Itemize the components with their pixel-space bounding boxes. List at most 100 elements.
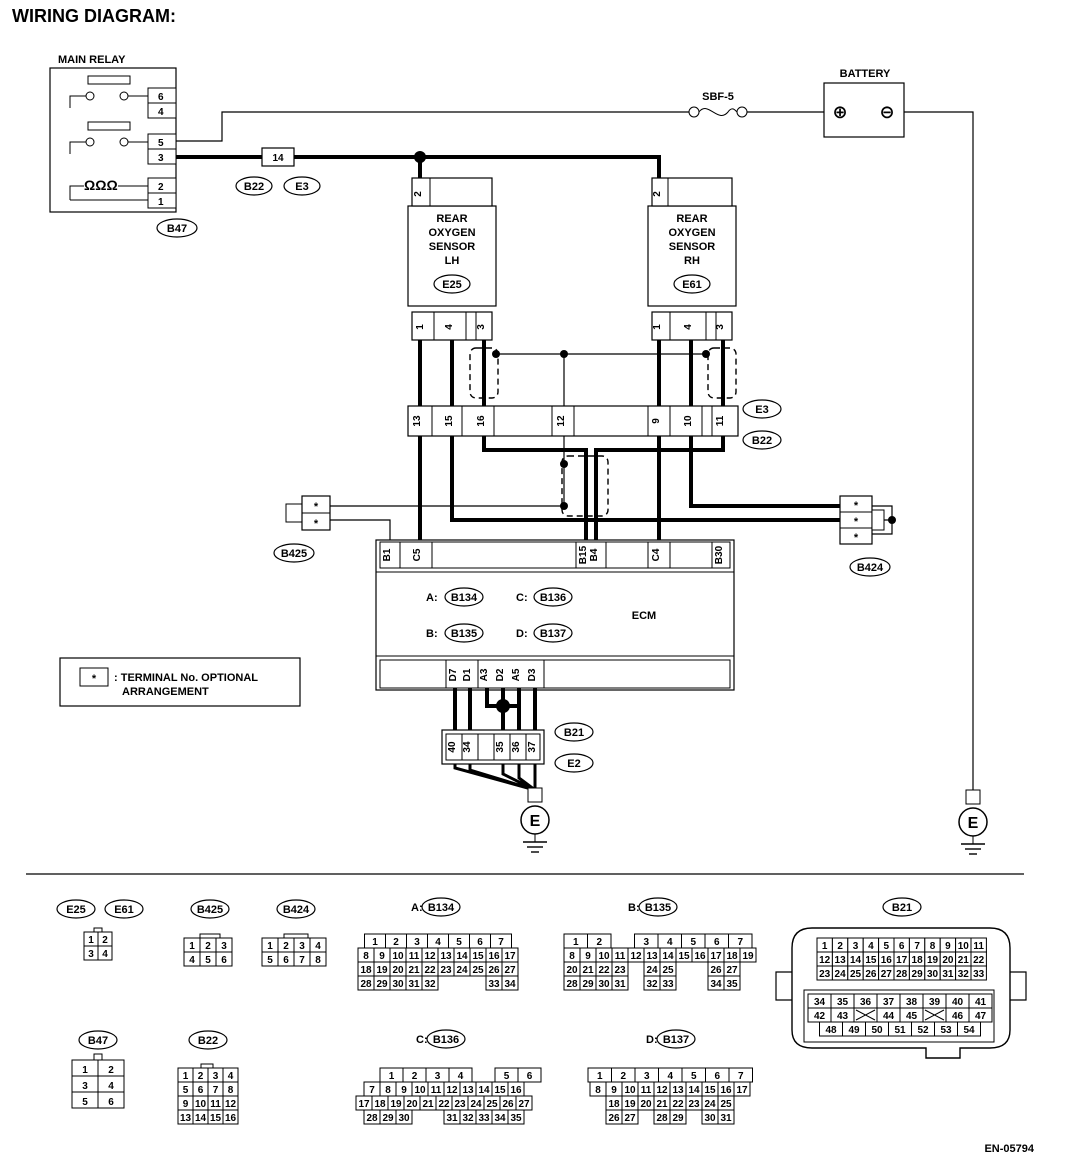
view-b137-pin: 26 xyxy=(608,1113,620,1124)
view-b22-pin: 14 xyxy=(195,1113,207,1124)
view-b136-pin: 34 xyxy=(494,1113,506,1124)
view-b21-upper-pin: 30 xyxy=(927,969,939,980)
view-b424-pin: 5 xyxy=(267,955,273,966)
view-b22-oval xyxy=(188,1030,228,1050)
view-b137-cell xyxy=(717,1109,735,1125)
view-b47-pin: 3 xyxy=(82,1081,88,1092)
battery-plus-icon: ⊕ xyxy=(832,102,847,122)
view-e61-oval xyxy=(104,899,144,919)
view-b134-pin: 10 xyxy=(392,951,404,962)
view-b135-pin: 31 xyxy=(614,979,626,990)
view-e25-label: E25 xyxy=(66,904,86,916)
legend: * : TERMINAL No. OPTIONAL ARRANGEMENT xyxy=(59,657,301,707)
view-b134-r1-pin: 3 xyxy=(414,937,420,948)
ecm-pin-d1: D1 xyxy=(462,668,473,681)
ecm-pin-c5: C5 xyxy=(412,548,423,561)
view-b136-pin: 13 xyxy=(462,1085,474,1096)
ecm-conn-b136: B136 xyxy=(540,592,566,604)
b425-tag: B425 xyxy=(281,548,307,560)
view-b136-pin: 12 xyxy=(446,1085,458,1096)
view-b136-pin: 26 xyxy=(502,1099,514,1110)
view-b136-pin: 35 xyxy=(510,1113,522,1124)
relay-pin-5: 5 xyxy=(158,138,164,149)
view-b21-lower-pin: 38 xyxy=(906,997,918,1008)
lh-name-4: LH xyxy=(445,255,460,267)
view-b21-label: B21 xyxy=(892,902,912,914)
view-b21-upper-pin: 4 xyxy=(868,941,874,952)
view-b134-pin: 20 xyxy=(392,965,404,976)
view-b136-pin: 10 xyxy=(414,1085,426,1096)
view-b136-r1-pin: 4 xyxy=(458,1071,464,1082)
harness-pin-12: 12 xyxy=(556,415,567,427)
view-b424-pin: 8 xyxy=(315,955,321,966)
view-b134-pin: 22 xyxy=(424,965,436,976)
view-b135-r1-pin: 1 xyxy=(573,937,579,948)
view-b21-bottom-pin: 54 xyxy=(963,1025,975,1036)
ecm-pin-b15: B15 xyxy=(578,545,589,564)
view-b137-pin: 12 xyxy=(656,1085,668,1096)
lh-name-1: REAR xyxy=(436,213,467,225)
relay-pin-4: 4 xyxy=(158,107,164,118)
view-b21-lower-pin: 45 xyxy=(906,1011,918,1022)
view-b136-pin: 9 xyxy=(401,1085,407,1096)
ecm-pin-a5: A5 xyxy=(511,668,522,681)
view-b137-r1-pin: 5 xyxy=(691,1071,697,1082)
view-b135-pin: 20 xyxy=(566,965,578,976)
view-b135-pin: 32 xyxy=(646,979,658,990)
relay-pin-6: 6 xyxy=(158,92,164,103)
view-b135-pin: 9 xyxy=(585,951,591,962)
view-b134-pin: 8 xyxy=(363,951,369,962)
lh-name-2: OXYGEN xyxy=(428,227,475,239)
view-b135-pin: 26 xyxy=(710,965,722,976)
view-b137-pin: 14 xyxy=(688,1085,700,1096)
view-b137-pin: 10 xyxy=(624,1085,636,1096)
view-b137-pin: 27 xyxy=(624,1113,636,1124)
view-b136-r1-cell xyxy=(517,1067,542,1083)
view-b137-r1-pin: 7 xyxy=(738,1071,744,1082)
view-b424-pin: 6 xyxy=(283,955,289,966)
view-b135-oval xyxy=(638,897,678,917)
view-b21-upper-pin: 12 xyxy=(819,955,831,966)
view-b135-pin: 30 xyxy=(598,979,610,990)
view-b134-prefix: A: xyxy=(411,902,423,914)
view-b21-bottom-pin: 52 xyxy=(917,1025,929,1036)
harness-pin-13: 13 xyxy=(412,415,423,427)
view-b136-pin: 15 xyxy=(494,1085,506,1096)
view-b137-r1-pin: 4 xyxy=(667,1071,673,1082)
view-b22-pin: 6 xyxy=(198,1085,204,1096)
view-b21-upper-pin: 21 xyxy=(958,955,970,966)
view-b424-pin: 1 xyxy=(267,941,273,952)
view-b135-pin: 17 xyxy=(710,951,722,962)
view-b424-pin: 4 xyxy=(315,941,321,952)
view-b134-pin: 30 xyxy=(392,979,404,990)
e25-tag: E25 xyxy=(442,279,462,291)
view-b21-lower-pin: 47 xyxy=(975,1011,987,1022)
view-b21-upper-pin: 14 xyxy=(850,955,862,966)
view-b47-oval xyxy=(78,1030,118,1050)
ecm-conn-b134: B134 xyxy=(451,592,478,604)
view-b47-pin: 5 xyxy=(82,1097,88,1108)
view-b136-pin: 30 xyxy=(398,1113,410,1124)
view-b134-pin: 26 xyxy=(488,965,500,976)
b424-connector: * * * B424 xyxy=(839,495,891,577)
view-b137-pin: 30 xyxy=(704,1113,716,1124)
view-b21-bottom-pin: 48 xyxy=(825,1025,837,1036)
view-b21-bottom-cell xyxy=(957,1021,981,1037)
view-b21-upper-pin: 24 xyxy=(835,969,847,980)
ecm-conn-b137: B137 xyxy=(540,628,566,640)
view-b21-upper-pin: 18 xyxy=(912,955,924,966)
view-b134-pin: 23 xyxy=(440,965,452,976)
view-b135-pin: 35 xyxy=(726,979,738,990)
view-b134-pin: 31 xyxy=(408,979,420,990)
view-b47-cell xyxy=(97,1091,125,1109)
view-b137-pin: 17 xyxy=(736,1085,748,1096)
ecm: B1 C5 B15 B4 C4 B30 A: B134 C: B136 B: B… xyxy=(375,539,735,691)
view-b137-pin: 11 xyxy=(641,1085,652,1096)
view-e25-oval xyxy=(56,899,96,919)
ground-right-label: E xyxy=(968,815,979,832)
view-b21-upper-pin: 5 xyxy=(884,941,890,952)
view-b136-oval xyxy=(426,1029,466,1049)
e3-tag-joint: E3 xyxy=(295,181,308,193)
view-b22-pin: 5 xyxy=(183,1085,189,1096)
view-b135-pin: 16 xyxy=(694,951,706,962)
